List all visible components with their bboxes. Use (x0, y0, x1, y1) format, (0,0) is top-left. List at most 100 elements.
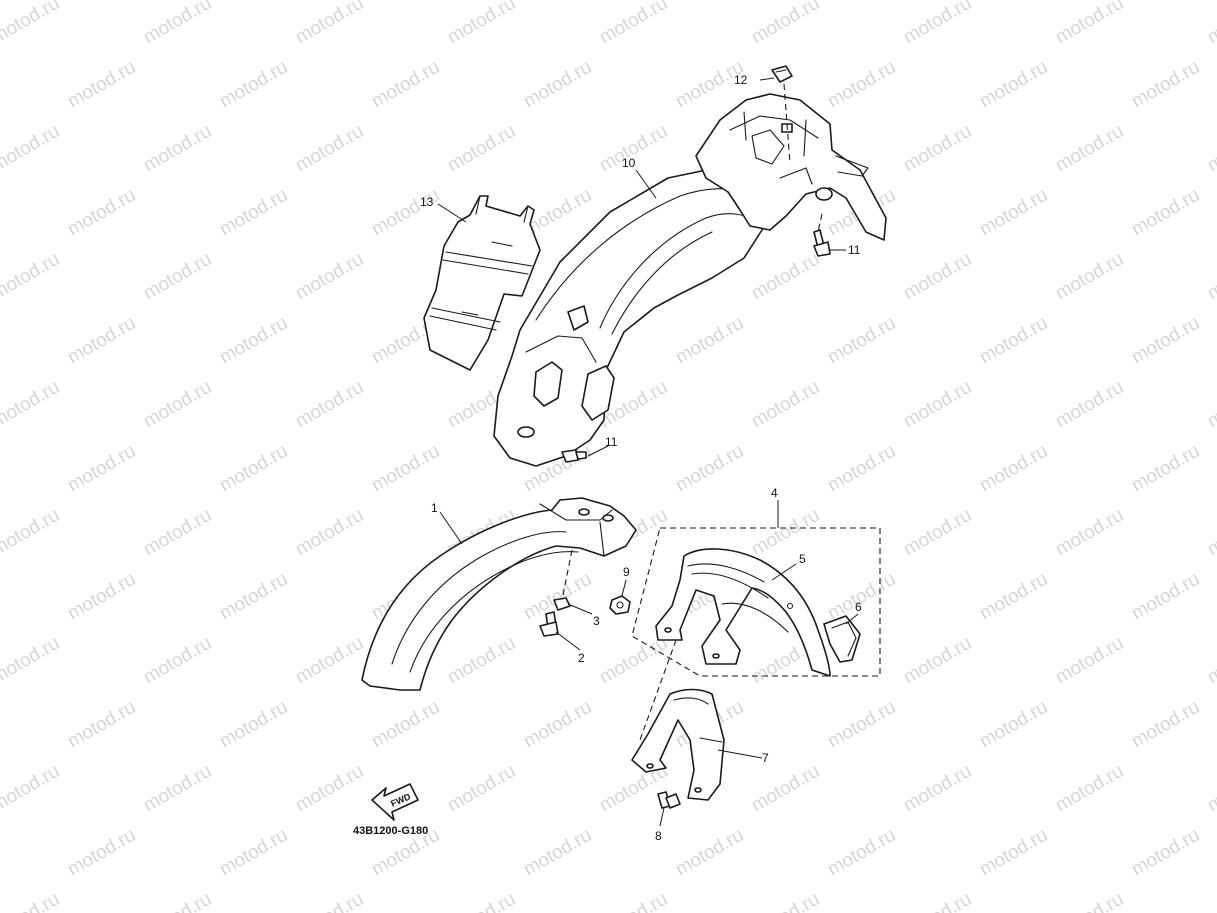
watermark-text: motod.ru (0, 889, 63, 913)
watermark-text: motod.ru (64, 57, 139, 113)
watermark-text: motod.ru (216, 825, 291, 881)
watermark-text: motod.ru (292, 633, 367, 689)
front-fender-panel-part[interactable] (655, 548, 831, 677)
watermark-text: motod.ru (748, 505, 823, 561)
figure-code: 43B1200-G180 (353, 825, 428, 837)
watermark-text: motod.ru (1204, 377, 1217, 433)
watermark-text: motod.ru (748, 0, 823, 48)
watermark-text: motod.ru (1128, 57, 1203, 113)
collar-part[interactable] (553, 597, 571, 611)
watermark-text: motod.ru (216, 57, 291, 113)
watermark-text: motod.ru (1128, 441, 1203, 497)
watermark-text: motod.ru (216, 441, 291, 497)
watermark-text: motod.ru (64, 185, 139, 241)
watermark-text: motod.ru (0, 249, 63, 305)
watermark-text: motod.ru (672, 441, 747, 497)
watermark-text: motod.ru (1204, 633, 1217, 689)
callout-4: 4 (771, 486, 778, 500)
watermark-text: motod.ru (216, 569, 291, 625)
watermark-text: motod.ru (596, 0, 671, 48)
callout-6: 6 (855, 600, 862, 614)
watermark-text: motod.ru (0, 121, 63, 177)
front-fender-assembly-box (631, 527, 881, 677)
front-fender-part[interactable] (361, 497, 637, 691)
watermark-text: motod.ru (1128, 569, 1203, 625)
watermark-text: motod.ru (748, 377, 823, 433)
watermark-text: motod.ru (140, 633, 215, 689)
watermark-text: motod.ru (1128, 313, 1203, 369)
rear-fender-bolt-upper[interactable] (813, 229, 831, 257)
watermark-text: motod.ru (976, 441, 1051, 497)
watermark-text: motod.ru (672, 825, 747, 881)
watermark-text: motod.ru (824, 569, 899, 625)
watermark-text: motod.ru (216, 313, 291, 369)
watermark-text: motod.ru (292, 505, 367, 561)
watermark-text: motod.ru (1204, 889, 1217, 913)
watermark-text: motod.ru (596, 889, 671, 913)
watermark-text: motod.ru (520, 825, 595, 881)
stay-bolt-part[interactable] (657, 791, 681, 809)
watermark-text: motod.ru (1052, 0, 1127, 48)
watermark-text: motod.ru (140, 505, 215, 561)
watermark-text: motod.ru (1052, 249, 1127, 305)
watermark-text: motod.ru (520, 569, 595, 625)
watermark-text: motod.ru (1128, 825, 1203, 881)
watermark-text: motod.ru (900, 633, 975, 689)
watermark-text: motod.ru (1052, 633, 1127, 689)
watermark-text: motod.ru (0, 505, 63, 561)
watermark-text: motod.ru (1052, 505, 1127, 561)
rear-fender-bolt-lower-part[interactable] (561, 449, 587, 463)
rear-fender-part[interactable] (493, 93, 887, 467)
grommet-part[interactable] (771, 65, 793, 83)
watermark-text: motod.ru (1204, 505, 1217, 561)
watermark-text: motod.ru (824, 825, 899, 881)
nut-part[interactable] (609, 595, 631, 615)
watermark-text: motod.ru (368, 185, 443, 241)
callout-11-upper: 11 (848, 243, 861, 257)
watermark-text: motod.ru (596, 633, 671, 689)
watermark-text: motod.ru (976, 185, 1051, 241)
fender-stay-part[interactable] (631, 639, 725, 801)
watermark-text: motod.ru (140, 249, 215, 305)
watermark-text: motod.ru (748, 761, 823, 817)
callout-1: 1 (431, 501, 438, 515)
watermark-text: motod.ru (292, 377, 367, 433)
watermark-text: motod.ru (1128, 697, 1203, 753)
watermark-text: motod.ru (0, 761, 63, 817)
callout-13: 13 (420, 195, 434, 209)
watermark-text: motod.ru (64, 697, 139, 753)
watermark-text: motod.ru (140, 377, 215, 433)
watermark-text: motod.ru (748, 889, 823, 913)
callout-5: 5 (799, 552, 806, 566)
watermark-text: motod.ru (1204, 121, 1217, 177)
fender-bracket-clip-part[interactable] (823, 615, 861, 663)
callout-10: 10 (622, 156, 636, 170)
watermark-text: motod.ru (140, 121, 215, 177)
watermark-text: motod.ru (520, 697, 595, 753)
watermark-text: motod.ru (824, 697, 899, 753)
watermark-text: motod.ru (900, 0, 975, 48)
watermark-text: motod.ru (444, 761, 519, 817)
watermark-text: motod.ru (140, 889, 215, 913)
watermark-text: motod.ru (368, 697, 443, 753)
watermark-text: motod.ru (292, 249, 367, 305)
watermark-text: motod.ru (976, 313, 1051, 369)
watermark-text: motod.ru (292, 0, 367, 48)
watermark-text: motod.ru (1204, 0, 1217, 48)
callout-2: 2 (578, 651, 585, 665)
watermark-text: motod.ru (900, 377, 975, 433)
watermark-text: motod.ru (64, 441, 139, 497)
watermark-text: motod.ru (976, 569, 1051, 625)
mud-flap-part[interactable] (423, 195, 541, 371)
watermark-text: motod.ru (1204, 761, 1217, 817)
callout-7: 7 (762, 751, 769, 765)
watermark-text: motod.ru (1052, 121, 1127, 177)
watermark-text: motod.ru (1052, 761, 1127, 817)
callout-12: 12 (734, 73, 748, 87)
watermark-text: motod.ru (900, 889, 975, 913)
leader-lines (437, 77, 859, 827)
watermark-text: motod.ru (444, 0, 519, 48)
callout-11-lower: 11 (605, 435, 618, 449)
watermark-text: motod.ru (140, 761, 215, 817)
